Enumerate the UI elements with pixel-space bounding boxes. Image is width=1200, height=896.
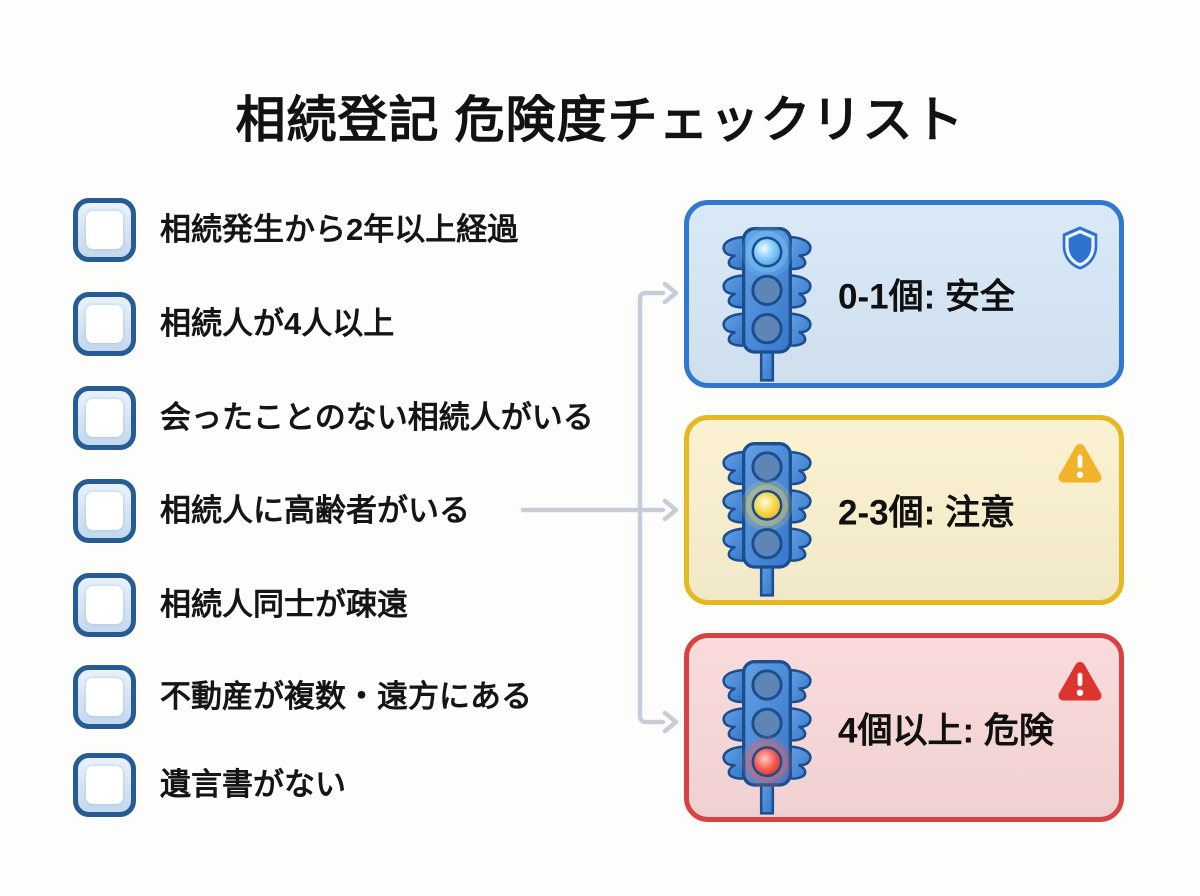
checkbox-fill (86, 766, 123, 804)
checklist-item-label: 会ったことのない相続人がいる (160, 400, 594, 435)
checkbox-fill (86, 211, 123, 249)
checklist-item-label: 不動産が複数・遠方にある (160, 679, 532, 714)
checkbox[interactable] (73, 573, 136, 637)
checkbox[interactable] (73, 479, 136, 543)
checkbox-fill (86, 678, 123, 716)
checkbox[interactable] (73, 292, 136, 356)
checklist-item-label: 相続人同士が疎遠 (160, 587, 408, 622)
checkbox-fill (86, 305, 123, 343)
traffic-light-icon (711, 437, 823, 597)
checkbox-fill (86, 492, 123, 530)
traffic-light-icon (711, 222, 823, 382)
alert-triangle-icon (1054, 655, 1106, 707)
result-card-caution: 2-3個: 注意 (684, 415, 1124, 605)
result-label: 2-3個: 注意 (838, 493, 1015, 533)
checkbox[interactable] (73, 198, 136, 262)
traffic-light-icon (711, 655, 823, 815)
checklist-item-label: 相続人が4人以上 (160, 306, 395, 341)
checklist-item-label: 遺言書がない (160, 767, 346, 802)
checkbox-fill (86, 399, 123, 437)
checklist-item-label: 相続人に高齢者がいる (160, 493, 470, 528)
checklist-item-label: 相続発生から2年以上経過 (160, 212, 519, 247)
result-card-safe: 0-1個: 安全 (684, 200, 1124, 388)
result-card-danger: 4個以上: 危険 (684, 633, 1124, 822)
checkbox[interactable] (73, 665, 136, 729)
warning-triangle-icon (1054, 437, 1106, 489)
checkbox-fill (86, 586, 123, 624)
checkbox[interactable] (73, 753, 136, 817)
checkbox[interactable] (73, 386, 136, 450)
shield-icon (1054, 222, 1106, 274)
page-title: 相続登記 危険度チェックリスト (235, 92, 965, 148)
result-label: 0-1個: 安全 (838, 277, 1015, 317)
result-label: 4個以上: 危険 (838, 711, 1054, 750)
